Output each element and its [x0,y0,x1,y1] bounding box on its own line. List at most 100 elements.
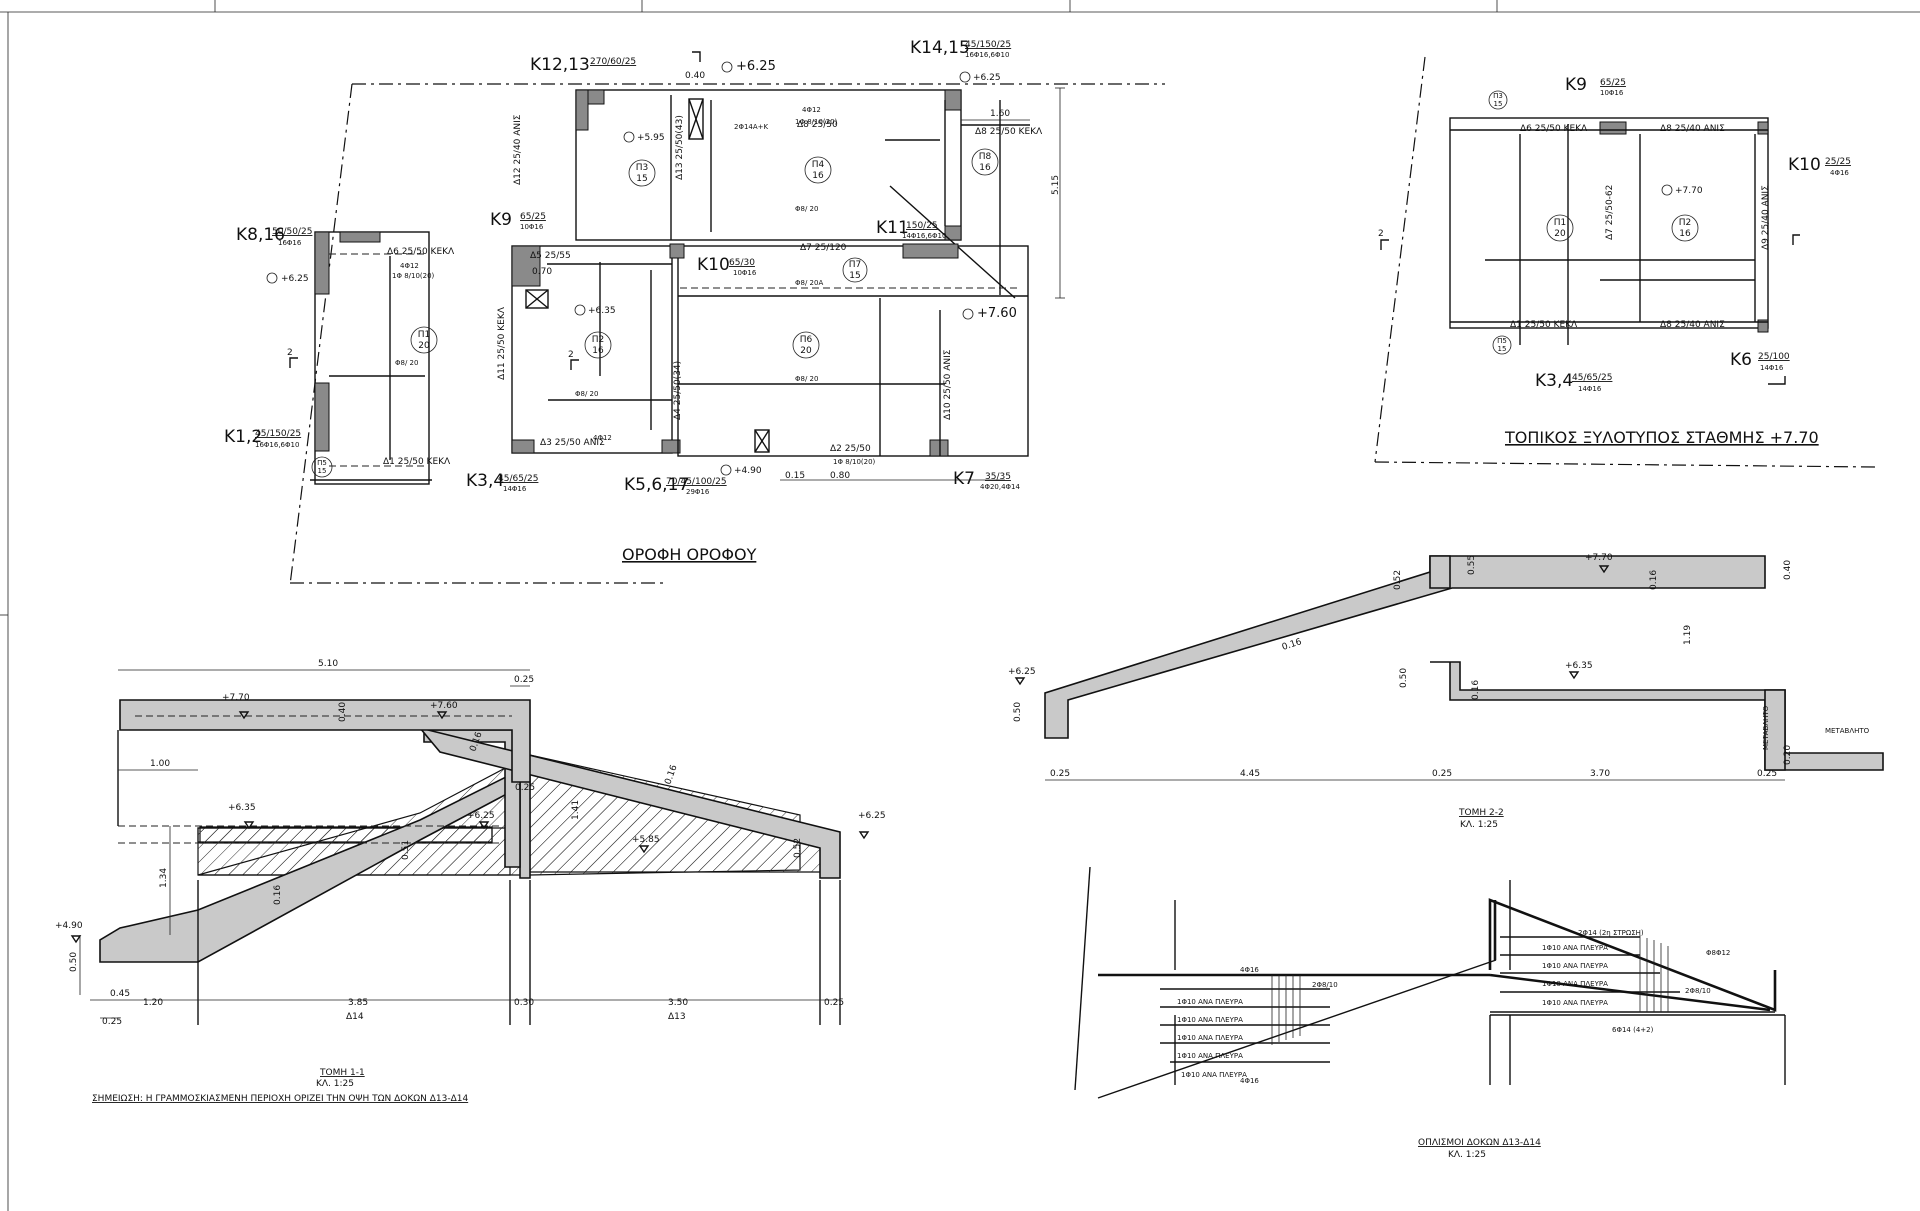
dim-text: 0.30 [514,998,534,1008]
slab-thickness: 16 [1679,229,1691,239]
svg-text:45/150/25: 45/150/25 [255,429,301,439]
level-marker: +6.25 [1008,667,1036,686]
svg-text:25/100: 25/100 [1758,352,1790,362]
svg-text:14Φ16,6Φ10: 14Φ16,6Φ10 [902,232,946,240]
level-marker: +7.70 [222,693,250,720]
svg-text:35/35: 35/35 [985,472,1011,482]
level-marker: +6.25 [721,59,776,74]
svg-text:K10: K10 [1788,155,1821,175]
plan-roof-title: ΟΡΟΦΗ ΟΡΟΦΟΥ [622,545,757,564]
dim-text: 0.50 [69,952,79,972]
rebar-note: Φ8/ 20 [795,205,818,213]
svg-text:+7.70: +7.70 [222,693,250,703]
slab-label: Π1 [418,330,431,340]
beam-label: Δ13 25/50(43) [675,115,685,180]
svg-text:70/45/100/25: 70/45/100/25 [666,477,727,487]
level-text: +5.95 [637,133,665,143]
level-marker: +6.25 [959,71,1001,83]
dim-text: 0.40 [685,71,705,81]
dim-text: 0.25 [515,783,535,793]
svg-text:25/25: 25/25 [1825,157,1851,167]
svg-text:10Φ16: 10Φ16 [520,223,544,231]
slab-thickness: 16 [979,163,991,173]
svg-text:14Φ16: 14Φ16 [1760,364,1784,372]
rebar-label: 4Φ16 [1240,966,1259,974]
svg-text:K3,4: K3,4 [466,471,504,491]
section-marker: 2 [1378,229,1389,250]
beam-label: Δ6 25/50 ΚΕΚΛ [1520,124,1588,134]
beam-label: Δ8 25/40 ΑΝΙΣ [1660,320,1725,330]
slab-thickness: 15 [1498,345,1507,353]
level-text: +6.25 [281,274,309,284]
dim-text: 3.70 [1590,769,1610,779]
level-text: +7.70 [1675,186,1703,196]
rebar-label: 1Φ10 ΑΝΑ ΠΛΕΥΡΑ [1181,1071,1247,1079]
dim-text: 1.20 [143,998,163,1008]
rebar-label: 1Φ10 ΑΝΑ ΠΛΕΥΡΑ [1542,999,1608,1007]
slab-thickness: 20 [800,346,812,356]
slab-label: Π5 [317,459,327,467]
svg-text:4Φ20,4Φ14: 4Φ20,4Φ14 [980,483,1021,491]
beam-label: Δ7 25/50-62 [1605,185,1615,240]
rebar-label: 2Φ8/10 [1312,981,1338,989]
svg-text:150/25: 150/25 [906,221,938,231]
rebar-label: 2Φ14 (2η ΣΤΡΩΣΗ) [1578,929,1644,937]
dim-text: 0.50 [1013,702,1023,722]
svg-text:K9: K9 [1565,75,1587,95]
svg-text:K8,16: K8,16 [236,225,285,245]
rebar-label: 1Φ10 ΑΝΑ ΠΛΕΥΡΑ [1177,1034,1243,1042]
dim-text: 1.19 [1683,625,1693,645]
svg-text:+6.25: +6.25 [467,811,495,821]
dim-text: 0.40 [1783,560,1793,580]
variable-label: ΜΕΤΑΒΛΗΤΟ [1825,727,1870,735]
section-2-2-scale: ΚΛ. 1:25 [1460,820,1498,830]
level-text: +6.35 [588,306,616,316]
rebar-note: 1Φ 8/10(20) [392,272,435,280]
level-marker: +6.25 [266,272,309,284]
dim-text: 0.25 [514,675,534,685]
dim-text: 0.25 [102,1017,122,1027]
dim-text: 0.15 [785,471,805,481]
dim-text: 1.00 [150,759,170,769]
rebar-note: 4Φ12 [802,106,821,114]
rebar-note: 2Φ14Α+Κ [734,123,769,131]
slab-thickness: 16 [592,346,604,356]
rebar-note: Φ8/ 20 [795,375,818,383]
dim-text: 0.40 [338,702,348,722]
svg-text:65/30: 65/30 [729,258,755,268]
svg-text:+7.60: +7.60 [430,701,458,711]
beam-label: Δ11 25/50 ΚΕΚΛ [497,306,507,380]
svg-text:K1,2: K1,2 [224,427,262,447]
beam-label: Δ8 25/50 [797,120,838,130]
level-marker: +6.35 [1565,661,1593,680]
svg-text:K5,6,17: K5,6,17 [624,475,689,495]
slab-label: Π5 [1497,337,1507,345]
plan-roof: Π1 20 Π2 16 Π3 15 Π [224,38,1165,586]
dim-text: 0.25 [1050,769,1070,779]
column-callout: K5,6,17 70/45/100/25 29Φ16 [624,475,727,496]
slab-thickness: 15 [849,271,860,281]
level-marker: +4.90 [720,464,762,476]
rebar-note: Φ8/ 20Α [795,279,823,287]
level-marker: +6.35 [228,803,256,830]
svg-text:16Φ16,6Φ10: 16Φ16,6Φ10 [965,51,1009,59]
column-callout: K6 25/100 14Φ16 [1730,350,1790,372]
dim-text: 0.45 [110,989,130,999]
svg-text:29Φ16: 29Φ16 [686,488,710,496]
slab-thickness: 20 [1554,229,1566,239]
slab-label: Π2 [1679,218,1692,228]
beam-label: Δ1 25/50 ΚΕΚΛ [1510,320,1578,330]
svg-text:K6: K6 [1730,350,1752,370]
stirrups [1271,935,1669,1045]
level-text: +6.25 [973,73,1001,83]
svg-text:+6.25: +6.25 [1008,667,1036,677]
plan-local-title: ΤΟΠΙΚΟΣ ΞΥΛΟΤΥΠΟΣ ΣΤΑΘΜΗΣ +7.70 [1504,428,1819,447]
svg-text:270/60/25: 270/60/25 [590,57,636,67]
dim-text: 0.25 [1757,769,1777,779]
svg-text:45/65/25: 45/65/25 [498,474,538,484]
svg-text:K14,15: K14,15 [910,38,970,58]
svg-text:45/65/25: 45/65/25 [1572,373,1612,383]
beam-label: Δ2 25/50 [830,444,871,454]
section-marker [1768,376,1786,385]
svg-text:50/50/25: 50/50/25 [272,227,312,237]
